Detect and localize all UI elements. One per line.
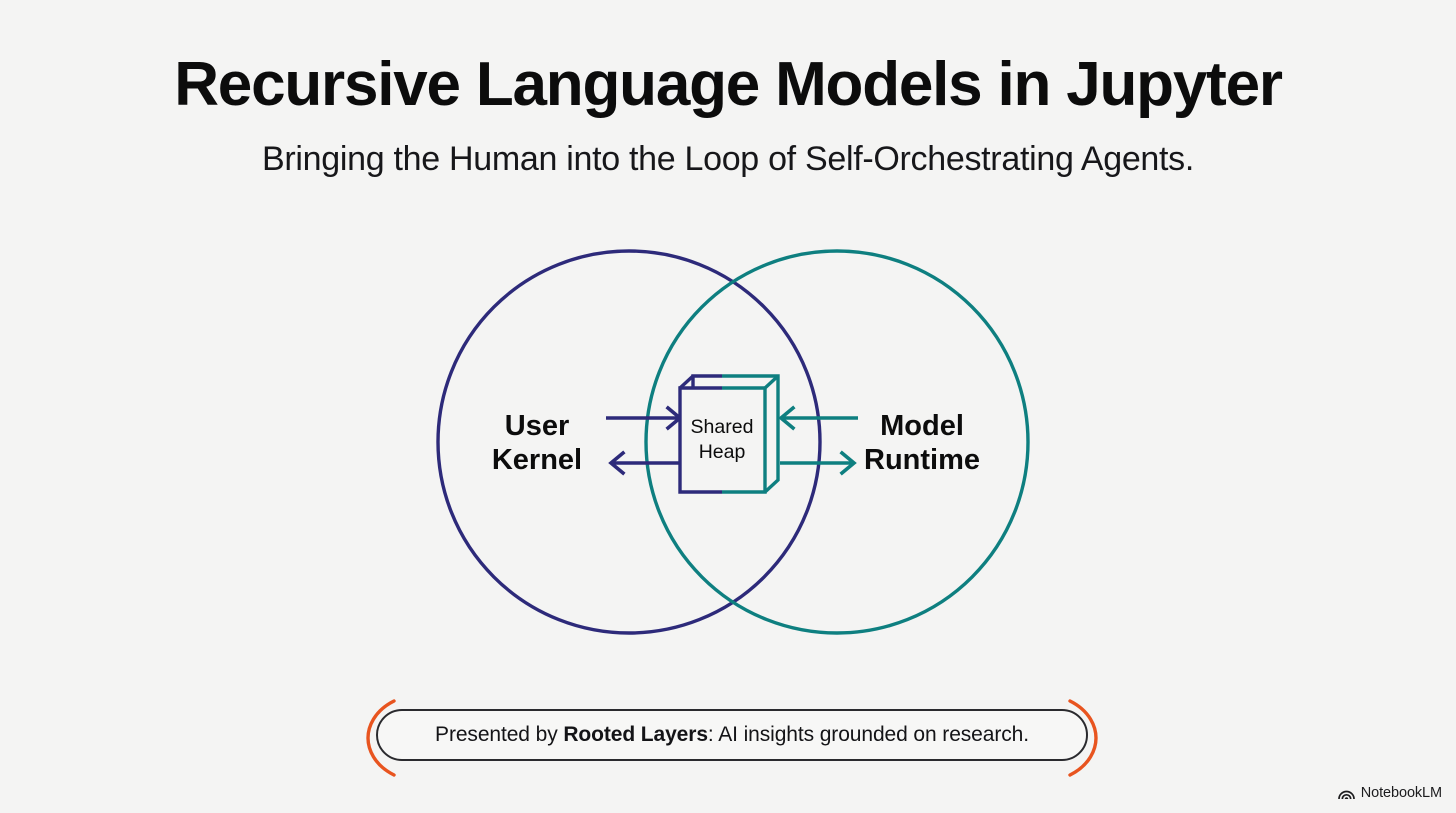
footer-prefix: Presented by	[435, 723, 564, 746]
page-subtitle: Bringing the Human into the Loop of Self…	[261, 140, 1195, 178]
footer-suffix: : AI insights grounded on research.	[707, 723, 1029, 746]
footer-text: Presented by Rooted Layers: AI insights …	[435, 723, 1029, 747]
svg-text:Model: Model	[880, 410, 964, 442]
shared-heap-label-line1: Shared	[691, 416, 754, 438]
page-title: Recursive Language Models in Jupyter	[174, 50, 1283, 119]
svg-text:User: User	[505, 410, 570, 442]
notebooklm-label: NotebookLM	[1360, 785, 1442, 801]
venn-diagram: Shared Heap User Kernel Model Runtime	[410, 230, 1050, 660]
notebooklm-arc-icon	[1337, 790, 1355, 800]
venn-circle-model-runtime	[644, 249, 1030, 635]
arrow-user-to-heap	[606, 405, 683, 431]
arrow-heap-to-user	[608, 450, 682, 476]
arrow-model-to-heap	[778, 405, 858, 431]
svg-text:Runtime: Runtime	[864, 444, 980, 476]
footer-pill: Presented by Rooted Layers: AI insights …	[376, 709, 1088, 761]
svg-text:Kernel: Kernel	[492, 444, 582, 476]
label-model-runtime: Model Runtime	[864, 410, 980, 476]
shared-heap-label-line2: Heap	[699, 441, 746, 463]
footer-brand: Rooted Layers	[563, 723, 708, 746]
footer-banner: Presented by Rooted Layers: AI insights …	[364, 697, 1100, 779]
arrow-heap-to-model	[780, 450, 857, 476]
venn-circle-user-kernel	[436, 249, 822, 635]
shared-heap-cube: Shared Heap	[678, 374, 780, 494]
label-user-kernel: User Kernel	[492, 410, 582, 476]
notebooklm-watermark: NotebookLM	[1337, 785, 1442, 801]
